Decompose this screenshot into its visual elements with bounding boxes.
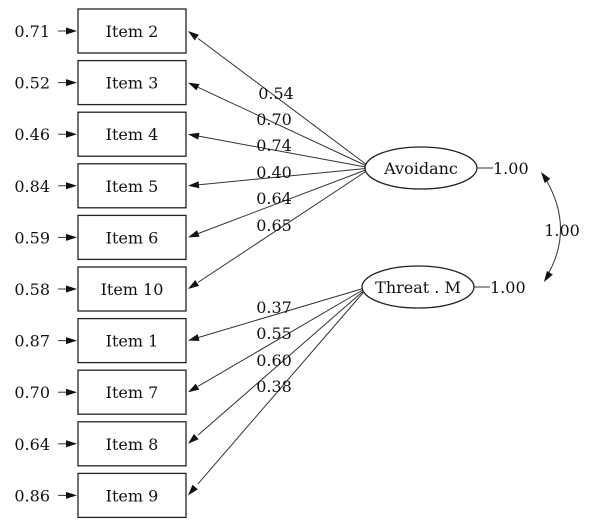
error-arrowhead	[66, 285, 77, 293]
error-variance: 0.86	[14, 486, 50, 505]
diagram-shapes	[77, 8, 478, 519]
loading-path	[197, 167, 372, 186]
item-label: Item 1	[106, 332, 159, 351]
error-arrowhead	[66, 27, 77, 35]
loading-value: 0.40	[256, 163, 292, 182]
loading-value: 0.38	[256, 377, 292, 396]
correlation-path	[544, 177, 561, 277]
loading-value: 0.55	[256, 324, 292, 343]
item-box	[77, 59, 187, 106]
error-arrowhead	[66, 388, 77, 396]
loading-path	[197, 286, 369, 339]
error-arrowhead	[66, 440, 77, 448]
loading-value: 0.74	[256, 136, 292, 155]
factor-variance: 1.00	[490, 278, 526, 297]
loading-path	[197, 167, 372, 283]
item-box	[77, 8, 187, 54]
loading-arrowhead	[188, 230, 200, 238]
loading-arrowhead	[188, 82, 200, 91]
loading-arrowhead	[188, 280, 200, 289]
loading-path	[197, 86, 372, 169]
item-label: Item 9	[106, 486, 159, 505]
loading-arrowhead	[188, 484, 198, 496]
loading-path	[197, 286, 369, 387]
loading-value: 0.60	[256, 351, 292, 370]
correlation-value: 1.00	[544, 221, 580, 240]
loading-value: 0.64	[256, 189, 292, 208]
item-box	[77, 163, 187, 209]
item-box	[77, 369, 187, 415]
loading-value: 0.54	[258, 84, 294, 103]
error-variance: 0.70	[14, 383, 50, 402]
loading-path	[197, 38, 372, 169]
loading-arrowhead	[188, 433, 199, 444]
item-box	[77, 421, 187, 467]
loading-arrowhead	[188, 31, 199, 41]
item-box	[77, 472, 187, 519]
error-arrowhead	[66, 130, 77, 138]
loading-arrowhead	[188, 334, 200, 341]
loading-arrowhead	[188, 181, 200, 189]
item-label: Item 4	[106, 125, 159, 144]
item-label: Item 5	[106, 177, 159, 196]
error-variance: 0.52	[14, 74, 50, 93]
error-variance: 0.87	[14, 332, 50, 351]
loading-path	[197, 135, 372, 169]
item-box	[77, 111, 187, 157]
factor-ellipse	[361, 265, 475, 309]
error-variance: 0.58	[14, 280, 50, 299]
loading-value: 0.70	[256, 110, 292, 129]
item-label: Item 8	[106, 435, 159, 454]
error-arrowhead	[66, 182, 77, 190]
factor-variance: 1.00	[493, 159, 529, 178]
factor-ellipse	[364, 146, 478, 190]
error-variance: 0.71	[14, 22, 50, 41]
loading-value: 0.65	[256, 216, 292, 235]
item-box	[77, 214, 187, 261]
item-label: Item 10	[101, 280, 164, 299]
error-arrowhead	[66, 491, 77, 499]
loading-value: 0.37	[256, 298, 292, 317]
diagram-labels: 0.54 0.70 0.74 0.40 0.64 0.65 0.37 0.55 0.60 0.38…	[14, 22, 579, 505]
error-variance: 0.59	[14, 228, 50, 247]
loading-path	[197, 286, 369, 436]
loading-arrowhead	[188, 132, 200, 140]
item-label: Item 7	[106, 383, 159, 402]
error-variance: 0.84	[14, 177, 50, 196]
loading-path	[197, 286, 369, 485]
factor-label: Threat . M	[375, 278, 461, 297]
error-variance: 0.46	[14, 125, 50, 144]
correlation-arrowhead	[544, 270, 553, 282]
loading-path	[197, 167, 372, 235]
correlation-arrowhead	[541, 172, 551, 183]
factor-label: Avoidanc	[383, 159, 458, 178]
path-lines	[58, 27, 561, 499]
error-variance: 0.64	[14, 435, 50, 454]
item-label: Item 6	[106, 228, 159, 247]
item-box	[77, 266, 187, 312]
error-arrowhead	[66, 337, 77, 345]
error-arrowhead	[66, 233, 77, 241]
item-label: Item 2	[106, 22, 159, 41]
error-arrowhead	[66, 79, 77, 87]
item-label: Item 3	[106, 74, 159, 93]
item-box	[77, 317, 187, 364]
loading-arrowhead	[188, 383, 200, 393]
